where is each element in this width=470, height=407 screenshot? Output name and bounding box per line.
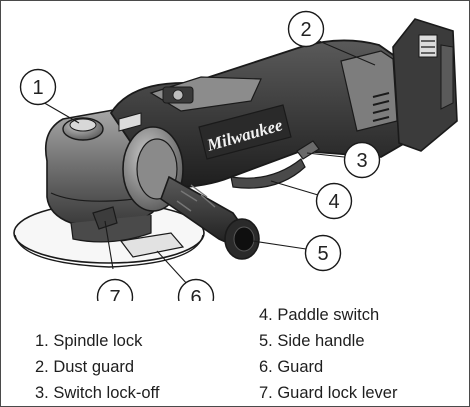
- brand-plate: Milwaukee: [198, 104, 292, 160]
- svg-text:4: 4: [328, 191, 339, 213]
- callout-6: 6: [177, 278, 215, 301]
- callout-5: 5: [304, 234, 342, 272]
- callout-2: 2: [287, 10, 325, 48]
- legend-item-guard: 6. Guard: [259, 358, 324, 376]
- callout-1: 1: [19, 68, 57, 106]
- angle-grinder-illustration: Milwaukee: [13, 10, 458, 301]
- callout-4: 4: [315, 182, 353, 220]
- spindle-lock: [62, 117, 104, 141]
- switch-lock-off: [296, 140, 320, 160]
- battery: [392, 18, 458, 152]
- legend-item-dust-guard: 2. Dust guard: [35, 358, 135, 376]
- legend-item-paddle-switch: 4. Paddle switch: [259, 306, 380, 324]
- legend-item-switch-lock-off: 3. Switch lock-off: [35, 384, 160, 402]
- svg-text:2: 2: [300, 19, 311, 41]
- legend-item-side-handle: 5. Side handle: [259, 332, 365, 350]
- legend-item-spindle-lock: 1. Spindle lock: [35, 332, 143, 350]
- legend-item-guard-lock-lever: 7. Guard lock lever: [259, 384, 398, 402]
- svg-text:5: 5: [317, 243, 328, 265]
- callout-3: 3: [343, 141, 381, 179]
- svg-text:7: 7: [109, 287, 120, 301]
- paddle-switch: [230, 158, 306, 189]
- svg-text:6: 6: [190, 287, 201, 301]
- side-handle: [160, 175, 260, 260]
- callout-7: 7: [96, 278, 134, 301]
- guard-lock-lever: [92, 206, 118, 230]
- svg-text:1: 1: [32, 77, 43, 99]
- svg-text:3: 3: [356, 150, 367, 172]
